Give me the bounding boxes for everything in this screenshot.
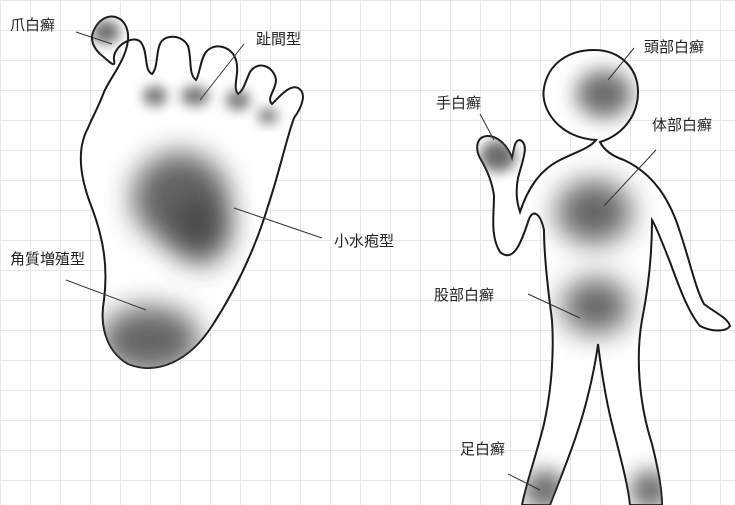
foot-illustration	[79, 15, 304, 369]
label-groin-tinea: 股部白癬	[434, 286, 495, 304]
groin-leader	[527, 293, 581, 319]
groin-lesion	[562, 278, 630, 334]
head-leader	[607, 47, 635, 81]
trunk-leader	[603, 149, 657, 207]
foot-leader	[507, 473, 541, 491]
label-nail-tinea: 爪白癬	[10, 16, 56, 34]
nail-leader	[75, 31, 113, 45]
label-vesicular-type: 小水疱型	[334, 232, 395, 250]
interdigital-lesion	[258, 108, 278, 124]
foot-lesions	[92, 20, 278, 368]
interdigital-lesion	[226, 90, 250, 110]
hand-leader	[479, 113, 495, 141]
head-lesion	[576, 70, 632, 118]
vesicular-leader	[233, 207, 323, 239]
nail-lesion	[92, 20, 120, 44]
label-hand-tinea: 手白癬	[436, 94, 482, 112]
label-head-tinea: 頭部白癬	[644, 38, 705, 56]
body-illustration	[476, 48, 732, 505]
trunk-lesion	[556, 180, 632, 244]
label-interdigital-type: 趾間型	[256, 30, 302, 48]
label-trunk-tinea: 体部白癬	[652, 116, 713, 134]
hyperkeratotic-lesion	[100, 306, 200, 368]
interdigital-lesion	[143, 86, 167, 106]
hyperkeratotic-leader	[65, 279, 147, 311]
hand-lesion	[480, 140, 516, 172]
vesicular-lesion	[170, 196, 230, 264]
leader-lines	[65, 31, 657, 491]
label-foot-tinea: 足白癬	[460, 440, 506, 458]
interdigital-leader	[199, 43, 245, 101]
interdigital-lesion	[181, 86, 209, 106]
label-hyperkeratotic-type: 角質増殖型	[10, 250, 86, 268]
